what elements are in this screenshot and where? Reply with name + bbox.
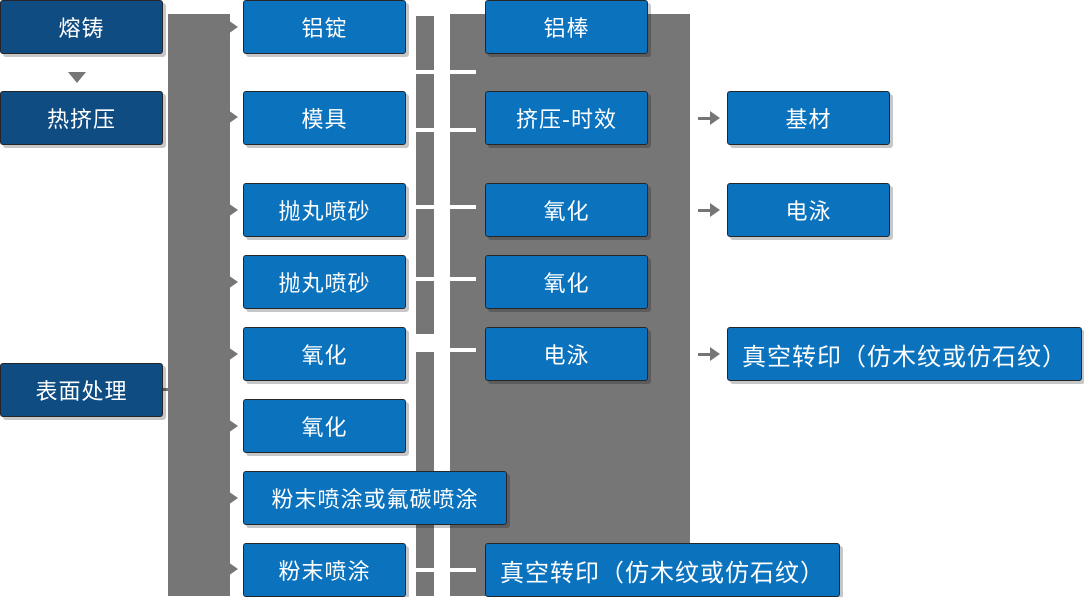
- arrow-right-icon: [228, 347, 238, 361]
- treat-oxidation-2-label: 氧化: [543, 272, 590, 297]
- proc-shot-blasting-2-label: 抛丸喷砂: [278, 272, 371, 297]
- treat-aluminum-bar-label: 铝棒: [543, 17, 590, 42]
- treat-aluminum-bar[interactable]: 铝棒: [485, 0, 648, 54]
- treat-vacuum-transfer[interactable]: 真空转印（仿木纹或仿石纹）: [485, 543, 840, 597]
- proc-oxidation-1-label: 氧化: [301, 344, 348, 369]
- proc-powder-or-pvdf-label: 粉末喷涂或氟碳喷涂: [271, 488, 479, 513]
- treat-extrusion-aging-label: 挤压-时效: [516, 108, 617, 133]
- treat-extrusion-aging[interactable]: 挤压-时效: [485, 91, 648, 145]
- proc-shot-blasting-2[interactable]: 抛丸喷砂: [243, 255, 406, 309]
- arrow-right-icon: [710, 203, 720, 217]
- treat-oxidation-1[interactable]: 氧化: [485, 183, 648, 237]
- proc-powder-coating-label: 粉末喷涂: [278, 560, 371, 585]
- prod-vacuum-transfer[interactable]: 真空转印（仿木纹或仿石纹）: [727, 327, 1082, 381]
- connector-link-surface-treatment: [163, 388, 193, 391]
- connector-trunk-left: [168, 14, 230, 596]
- connector-sep-3: [416, 205, 476, 209]
- arrow-right-icon: [228, 275, 238, 289]
- prod-vacuum-transfer-label: 真空转印（仿木纹或仿石纹）: [742, 342, 1067, 371]
- proc-aluminum-ingot-label: 铝锭: [301, 17, 348, 42]
- arrow-right-icon: [228, 203, 238, 217]
- proc-shot-blasting-1[interactable]: 抛丸喷砂: [243, 183, 406, 237]
- arrow-stem: [698, 209, 712, 212]
- arrow-right-icon: [228, 491, 238, 505]
- treat-vacuum-transfer-label: 真空转印（仿木纹或仿石纹）: [500, 558, 825, 587]
- proc-shot-blasting-1-label: 抛丸喷砂: [278, 200, 371, 225]
- prod-base-material[interactable]: 基材: [727, 91, 890, 145]
- connector-sep-4: [416, 277, 476, 281]
- proc-mold[interactable]: 模具: [243, 91, 406, 145]
- proc-powder-or-pvdf[interactable]: 粉末喷涂或氟碳喷涂: [243, 471, 507, 525]
- stage-hot-extrusion-label: 热挤压: [46, 108, 116, 133]
- treat-electrophoresis-label: 电泳: [543, 344, 590, 369]
- stage-melt-cast[interactable]: 熔铸: [0, 0, 163, 54]
- treat-oxidation-2[interactable]: 氧化: [485, 255, 648, 309]
- treat-electrophoresis[interactable]: 电泳: [485, 327, 648, 381]
- arrow-right-icon: [710, 347, 720, 361]
- arrow-stem: [698, 353, 712, 356]
- proc-oxidation-1[interactable]: 氧化: [243, 327, 406, 381]
- prod-base-material-label: 基材: [785, 108, 832, 133]
- proc-aluminum-ingot[interactable]: 铝锭: [243, 0, 406, 54]
- stage-surface-treatment-label: 表面处理: [35, 380, 128, 405]
- stage-surface-treatment[interactable]: 表面处理: [0, 363, 163, 417]
- stage-hot-extrusion[interactable]: 热挤压: [0, 91, 163, 145]
- proc-oxidation-2[interactable]: 氧化: [243, 399, 406, 453]
- arrow-right-icon: [228, 110, 238, 124]
- prod-electrophoresis-label: 电泳: [785, 200, 832, 225]
- prod-electrophoresis[interactable]: 电泳: [727, 183, 890, 237]
- proc-mold-label: 模具: [301, 108, 348, 133]
- arrow-right-icon: [228, 562, 238, 576]
- proc-powder-coating[interactable]: 粉末喷涂: [243, 543, 406, 597]
- arrow-down-icon: [68, 72, 86, 83]
- arrow-right-icon: [228, 419, 238, 433]
- stage-melt-cast-label: 熔铸: [58, 17, 105, 42]
- connector-sep-5: [416, 348, 476, 352]
- connector-sep-2: [416, 128, 476, 132]
- arrow-right-icon: [228, 20, 238, 34]
- treat-oxidation-1-label: 氧化: [543, 200, 590, 225]
- connector-sep-6: [416, 568, 476, 572]
- arrow-stem: [698, 117, 712, 120]
- arrow-right-icon: [710, 111, 720, 125]
- connector-sep-1: [416, 70, 476, 74]
- proc-oxidation-2-label: 氧化: [301, 416, 348, 441]
- connector-bar-middle-upper: [416, 16, 434, 334]
